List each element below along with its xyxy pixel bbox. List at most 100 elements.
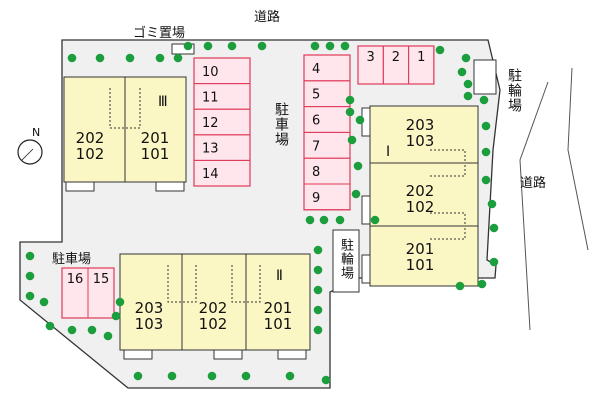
tree-icon [25,291,35,301]
tree-icon [313,245,323,255]
road-edge-line [519,81,549,331]
stair-mark [231,265,246,303]
parking-slot-number: 7 [312,139,320,154]
entrance-step [361,254,371,284]
tree-icon [67,53,77,63]
north-compass-icon [17,139,43,165]
parking-slot-number: 1 [417,50,425,65]
tree-icon [489,223,499,233]
tree-icon [183,41,193,51]
tree-icon [203,41,213,51]
parking-label-left: 駐車場 [52,252,92,267]
entrance-step [65,181,95,192]
parking-slot-number: 9 [312,191,320,206]
bicycle-label-top-right: 駐輪場 [506,68,522,113]
tree-icon [463,79,473,89]
road-label-right: 道路 [520,176,547,191]
parking-slot-number: 8 [312,165,320,180]
bicycle-area-top-right [473,59,497,95]
tree-icon [67,325,77,335]
tree-icon [353,161,363,171]
parking-slot-number: 4 [312,62,320,77]
building-1-name: Ⅰ [386,144,391,160]
parking-slot-number: 6 [312,114,320,129]
tree-icon [310,41,320,51]
parking-slot [303,183,351,211]
tree-icon [487,199,497,209]
entrance-step [277,349,307,360]
bicycle-area-center [332,229,360,293]
stair-mark [182,265,197,303]
tree-icon [125,53,135,63]
parking-slot-number: 15 [93,272,110,287]
tree-icon [435,45,445,55]
tree-icon [477,279,487,289]
tree-icon [95,53,105,63]
tree-icon [305,215,315,225]
tree-icon [457,67,467,77]
tree-icon [340,41,350,51]
tree-icon [455,281,465,291]
tree-icon [370,215,380,225]
building-3-name: Ⅲ [158,94,168,110]
tree-icon [313,285,323,295]
tree-icon [155,53,165,63]
tree-icon [207,371,217,381]
tree-icon [133,371,143,381]
building-2-body [119,253,311,351]
stair-mark [167,265,182,303]
tree-icon [481,147,491,157]
north-label: N [32,126,41,139]
tree-icon [345,107,355,117]
entrance-step [213,349,243,360]
parking-slot-number: 13 [202,142,219,157]
tree-icon [313,325,323,335]
parking-slot-number: 14 [202,167,219,182]
parking-slot-number: 2 [392,50,400,65]
tree-icon [103,331,113,341]
parking-label-center: 駐車場 [273,102,289,147]
tree-icon [111,311,121,321]
parking-slot-number: 5 [312,88,320,103]
stair-mark [109,88,125,129]
tree-icon [45,321,55,331]
tree-icon [173,53,183,63]
tree-icon [313,265,323,275]
tree-icon [481,175,491,185]
tree-icon [463,91,473,101]
parking-slot-number: 16 [67,272,84,287]
tree-icon [489,257,499,267]
tree-icon [479,95,489,105]
garbage-box [171,43,195,55]
tree-icon [351,189,361,199]
parking-slot-number: 3 [367,50,375,65]
stair-mark [125,88,141,129]
entrance-step [155,181,185,192]
parking-slot [87,267,115,319]
tree-icon [313,305,323,315]
tree-icon [115,297,125,307]
parking-slot [193,159,251,187]
parking-slot [408,45,435,85]
tree-icon [321,375,331,385]
parking-slot-number: 12 [202,116,219,131]
tree-icon [87,325,97,335]
tree-icon [461,53,471,63]
tree-icon [481,121,491,131]
building-1-body [369,105,479,287]
tree-icon [355,115,365,125]
tree-icon [319,215,329,225]
entrance-step [123,349,153,360]
tree-icon [257,41,267,51]
tree-icon [241,371,251,381]
parking-slot-number: 10 [202,65,219,80]
